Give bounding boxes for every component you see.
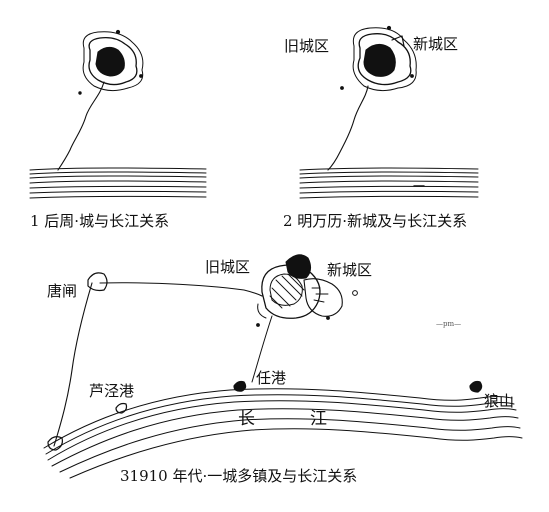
caption-panel-2: 2 明万历·新城及与长江关系 xyxy=(283,212,468,230)
panel-3-canal xyxy=(53,282,263,447)
label-langshan: 狼山 xyxy=(484,392,515,410)
caption-panel-1: 1 后周·城与长江关系 xyxy=(30,212,170,230)
label-old-city-panel-3: 旧城区 xyxy=(205,258,251,276)
panel-2-river xyxy=(299,167,479,199)
yangtze-river xyxy=(43,388,523,479)
panel-1-city xyxy=(78,29,144,95)
river-name-char-2: 江 xyxy=(310,409,329,429)
panel-1-river xyxy=(29,167,207,199)
river-name-char-1: 长 xyxy=(238,409,257,429)
panel-2-city xyxy=(340,25,417,92)
port-marks xyxy=(47,380,483,451)
panel-1-canal xyxy=(57,81,105,171)
caption-panel-3: 31910 年代·一城多镇及与长江关系 xyxy=(120,467,358,485)
tangzha-town xyxy=(87,272,108,292)
stray-mark: —pm— xyxy=(436,320,462,328)
label-ren-port: 任港 xyxy=(256,369,287,387)
panel-2-canal xyxy=(327,85,369,171)
label-old-city-panel-2: 旧城区 xyxy=(284,37,330,55)
label-tangzha: 唐闸 xyxy=(47,282,78,300)
label-new-city-panel-2: 新城区 xyxy=(413,35,459,53)
panel-3-city xyxy=(256,254,358,327)
panel-3-city-link xyxy=(251,315,273,383)
label-lujing-port: 芦泾港 xyxy=(89,382,135,400)
label-new-city-panel-3: 新城区 xyxy=(327,261,373,279)
